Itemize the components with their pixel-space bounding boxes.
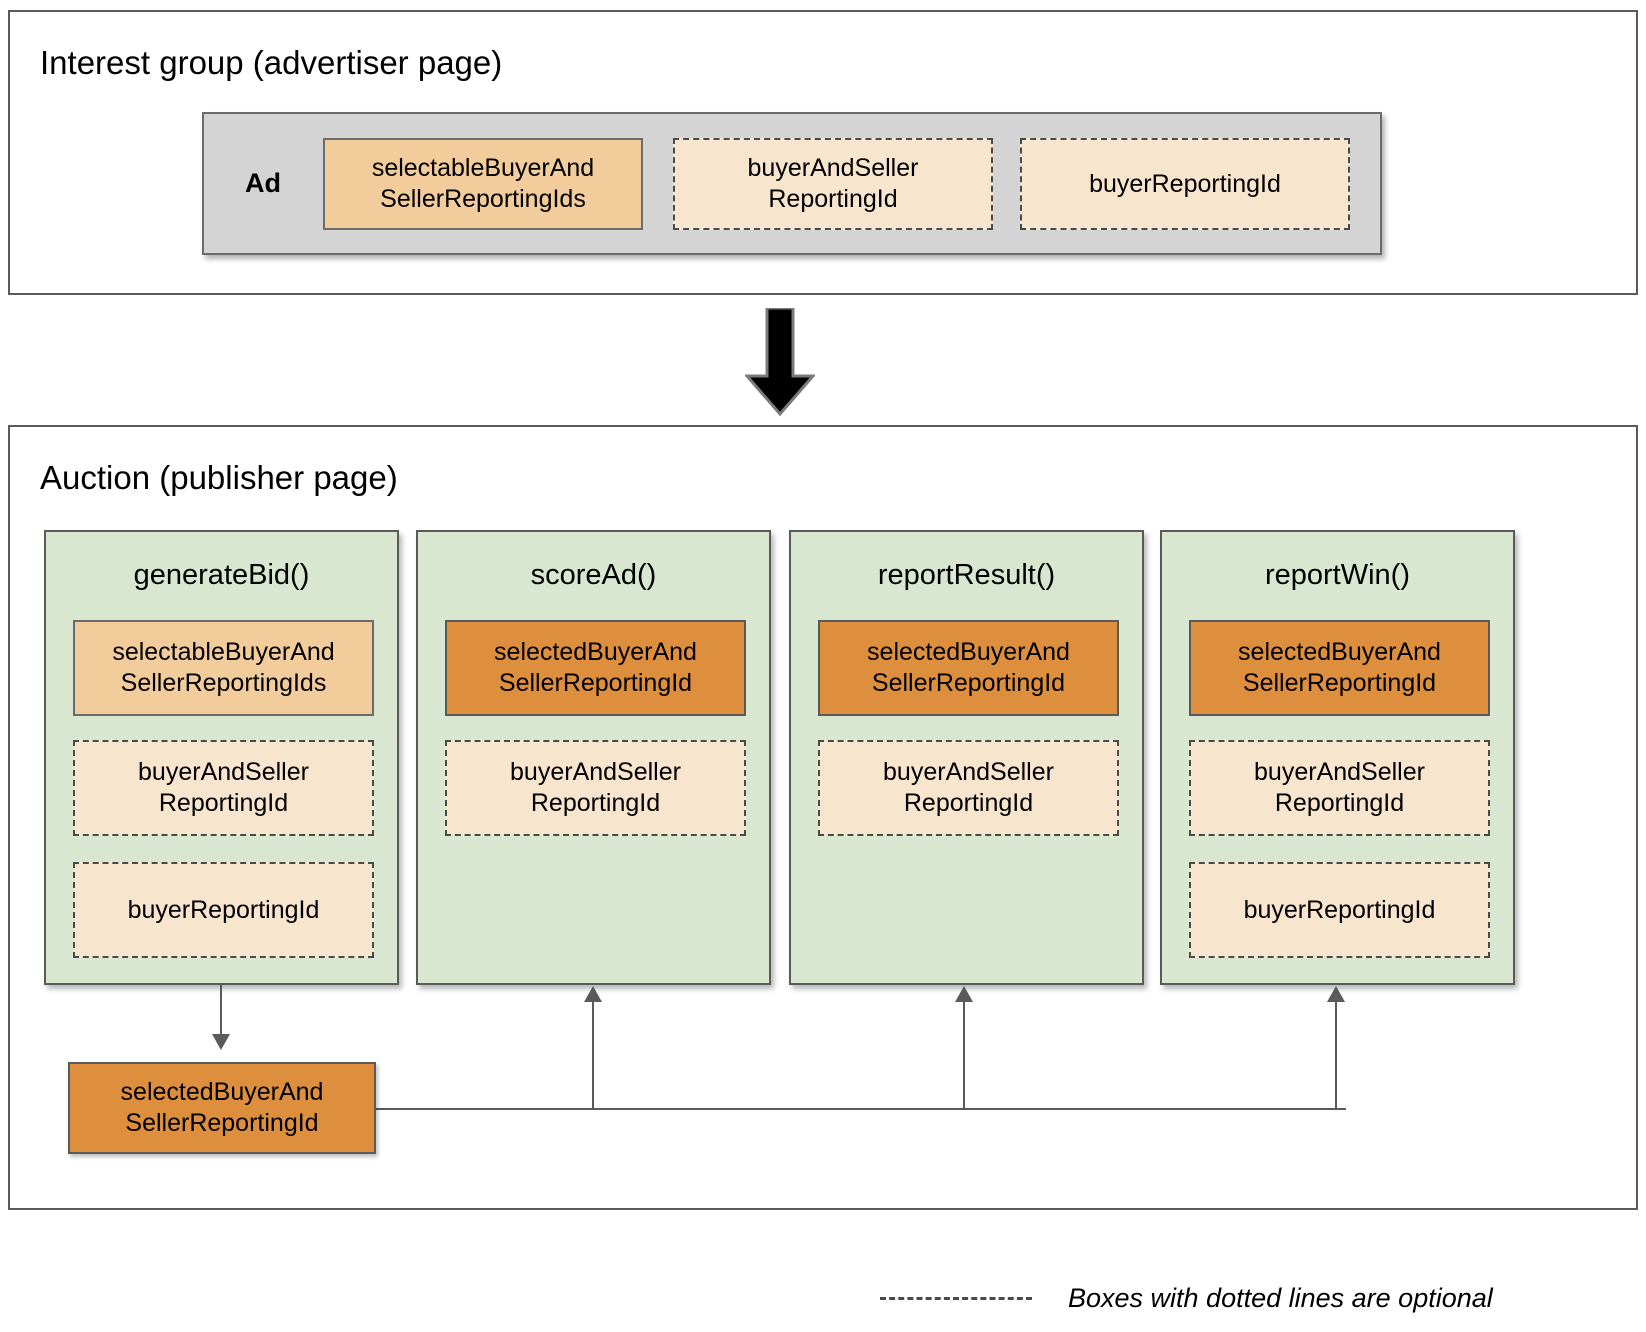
box-selected-buyer-and-seller-reporting-id: selectedBuyerAnd SellerReportingId [1189,620,1490,716]
connector-result-to-scoread [592,1000,594,1109]
ad-box-buyer-reporting-id: buyerReportingId [1020,138,1350,230]
box-buyer-and-seller-reporting-id: buyerAndSeller ReportingId [818,740,1119,836]
function-title: reportWin() [1264,559,1410,591]
box-line-2: ReportingId [1274,789,1405,817]
box-line-2: ReportingId [768,185,898,213]
box-line-2: SellerReportingIds [380,185,586,213]
legend-label: Boxes with dotted lines are optional [1068,1282,1493,1313]
arrow-head-up-icon [1327,986,1345,1002]
box-line-2: SellerReportingId [498,669,693,697]
box-line-2: SellerReportingIds [120,669,327,697]
box-buyer-reporting-id: buyerReportingId [73,862,374,958]
box-buyer-and-seller-reporting-id: buyerAndSeller ReportingId [1189,740,1490,836]
ad-box-selectable-buyer-and-seller-reporting-ids: selectableBuyerAnd SellerReportingIds [323,138,643,230]
auction-title: Auction (publisher page) [40,459,398,496]
result-box-selected-buyer-and-seller-reporting-id: selectedBuyerAnd SellerReportingId [68,1062,376,1154]
box-line-2: ReportingId [530,789,661,817]
box-line-2: ReportingId [903,789,1034,817]
function-title: scoreAd() [530,559,657,591]
box-line-2: SellerReportingId [125,1109,319,1137]
box-line-1: selectableBuyerAnd [371,154,595,182]
box-line-2: SellerReportingId [1242,669,1437,697]
ad-box-buyer-and-seller-reporting-id: buyerAndSeller ReportingId [673,138,993,230]
box-line-1: buyerAndSeller [747,154,919,182]
box-line-1: buyerAndSeller [510,758,681,786]
box-line-2: ReportingId [158,789,289,817]
connector-result-bus [376,1108,1346,1110]
legend: Boxes with dotted lines are optional [880,1278,1620,1318]
box-line-1: buyerReportingId [1243,895,1436,924]
function-title: reportResult() [877,559,1056,591]
box-buyer-and-seller-reporting-id: buyerAndSeller ReportingId [73,740,374,836]
box-selected-buyer-and-seller-reporting-id: selectedBuyerAnd SellerReportingId [445,620,746,716]
function-panel-scoread: scoreAd() selectedBuyerAnd SellerReporti… [416,530,771,985]
legend-dashed-line-icon [880,1296,1032,1300]
box-line-1: buyerAndSeller [1254,758,1425,786]
box-selectable-buyer-and-seller-reporting-ids: selectableBuyerAnd SellerReportingIds [73,620,374,716]
function-panel-reportresult: reportResult() selectedBuyerAnd SellerRe… [789,530,1144,985]
box-buyer-and-seller-reporting-id: buyerAndSeller ReportingId [445,740,746,836]
function-panel-generatebid: generateBid() selectableBuyerAnd SellerR… [44,530,399,985]
box-line-1: selectedBuyerAnd [867,638,1070,666]
box-line-1: selectableBuyerAnd [112,638,335,666]
ad-container: Ad selectableBuyerAnd SellerReportingIds… [202,112,1382,255]
ad-label: Ad [245,168,281,198]
box-line-1: buyerAndSeller [883,758,1054,786]
connector-result-to-reportwin [1335,1000,1337,1109]
box-line-2: SellerReportingId [871,669,1066,697]
interest-group-title: Interest group (advertiser page) [40,44,503,81]
function-panel-reportwin: reportWin() selectedBuyerAnd SellerRepor… [1160,530,1515,985]
function-title: generateBid() [133,559,310,591]
arrow-head-up-icon [584,986,602,1002]
box-line-1: buyerReportingId [127,895,320,924]
arrow-head-down-icon [212,1034,230,1050]
box-buyer-reporting-id: buyerReportingId [1189,862,1490,958]
connector-result-to-reportresult [963,1000,965,1109]
box-line-1: selectedBuyerAnd [120,1078,324,1106]
down-arrow-icon [745,308,815,416]
interest-group-section: Interest group (advertiser page) Ad sele… [8,10,1638,295]
box-line-1: selectedBuyerAnd [494,638,697,666]
connector-generatebid-to-result [220,985,222,1035]
box-line-1: buyerReportingId [1089,169,1281,198]
box-line-1: selectedBuyerAnd [1238,638,1441,666]
box-line-1: buyerAndSeller [138,758,309,786]
box-selected-buyer-and-seller-reporting-id: selectedBuyerAnd SellerReportingId [818,620,1119,716]
arrow-head-up-icon [955,986,973,1002]
